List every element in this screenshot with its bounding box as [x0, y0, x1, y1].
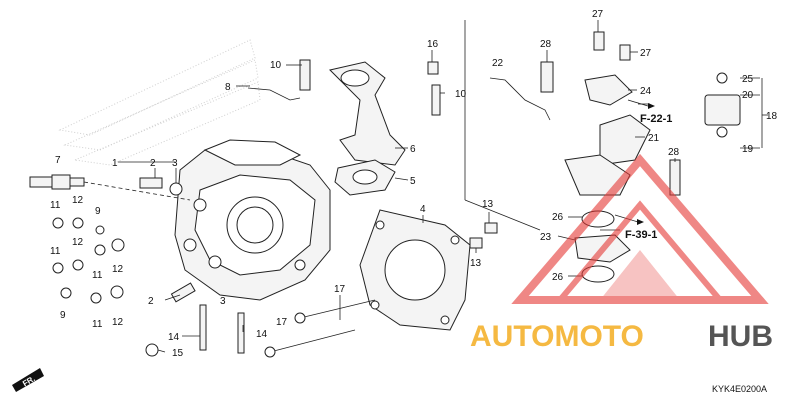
label-11c: 11 — [92, 270, 103, 281]
brand-text-b: HUB — [708, 320, 773, 353]
head-gasket — [359, 209, 471, 331]
diagram-code: KYK4E0200A — [712, 384, 767, 394]
label-21: 21 — [648, 133, 660, 144]
intake-pipe — [329, 61, 406, 166]
label-17a: 17 — [334, 284, 346, 295]
front-indicator: FR. — [12, 368, 44, 392]
label-3: 3 — [172, 158, 178, 169]
sensor-group — [464, 20, 741, 283]
brand-watermark: AUTOMOTO HUB — [470, 320, 773, 353]
hardware-fasteners — [52, 59, 498, 358]
label-10b: 10 — [455, 89, 467, 100]
wing-logo-watermark — [58, 39, 261, 166]
label-15: 15 — [172, 348, 184, 359]
label-14b: 14 — [256, 329, 268, 340]
label-9: 9 — [95, 206, 101, 217]
label-4: 4 — [420, 204, 426, 215]
arrow-f22-icon — [648, 103, 655, 109]
label-20: 20 — [742, 90, 754, 101]
label-28a: 28 — [540, 39, 552, 50]
label-12d: 12 — [112, 317, 124, 328]
label-11b: 11 — [50, 246, 61, 257]
label-22: 22 — [492, 58, 504, 69]
label-26a: 26 — [552, 212, 564, 223]
label-12a: 12 — [72, 195, 84, 206]
insulator — [334, 159, 396, 196]
part-labels: 1 2 2 3 3 4 5 6 7 8 9 9 10 10 11 11 11 1… — [50, 9, 778, 359]
label-7: 7 — [55, 155, 61, 166]
ref-f39-1: F-39-1 — [625, 229, 657, 241]
label-8: 8 — [225, 82, 231, 93]
label-23: 23 — [540, 232, 552, 243]
label-6: 6 — [410, 144, 416, 155]
label-26b: 26 — [552, 272, 564, 283]
brand-text-a: AUTOMOTO — [470, 320, 644, 353]
label-24: 24 — [640, 86, 652, 97]
label-13a: 13 — [482, 199, 494, 210]
label-16: 16 — [427, 39, 439, 50]
label-18: 18 — [766, 111, 778, 122]
label-2: 2 — [150, 158, 156, 169]
label-10: 10 — [270, 60, 282, 71]
label-5: 5 — [410, 176, 416, 187]
label-1: 1 — [112, 158, 118, 169]
front-arrow-icon — [12, 368, 44, 392]
label-9b: 9 — [60, 310, 66, 321]
label-2b: 2 — [148, 296, 154, 307]
label-3b: 3 — [220, 296, 226, 307]
label-11d: 11 — [92, 319, 103, 330]
label-25: 25 — [742, 74, 754, 85]
label-14a: 14 — [168, 332, 180, 343]
triangle-logo-watermark — [511, 153, 769, 304]
label-19: 19 — [742, 144, 754, 155]
spark-plug — [29, 174, 191, 201]
label-13b: 13 — [470, 258, 482, 269]
label-27a: 27 — [592, 9, 604, 20]
label-12b: 12 — [72, 237, 84, 248]
cylinder-head — [174, 139, 331, 301]
label-28b: 28 — [668, 147, 680, 158]
leader-lines — [118, 20, 768, 353]
arrow-f39-icon — [637, 219, 644, 225]
label-12c: 12 — [112, 264, 124, 275]
reference-labels: F-22-1 F-39-1 — [614, 99, 672, 241]
ref-f22-1: F-22-1 — [640, 113, 672, 125]
label-11a: 11 — [50, 200, 61, 211]
label-27b: 27 — [640, 48, 652, 59]
label-17b: 17 — [276, 317, 288, 328]
